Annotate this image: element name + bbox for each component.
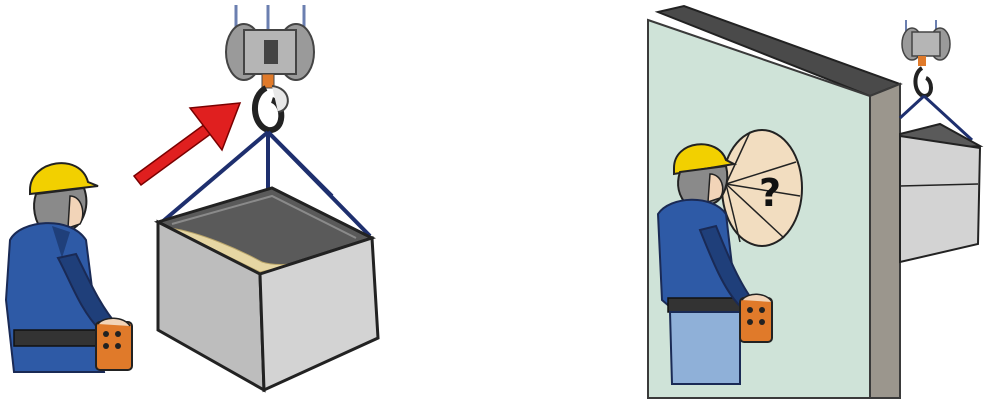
question-mark-icon: ? (759, 171, 781, 215)
blind-lift-svg: ? (600, 0, 994, 400)
remote-controller-icon (96, 318, 132, 370)
crane-hook-icon (902, 20, 950, 96)
vision-cone-icon: ? (722, 130, 802, 246)
load-box-icon (158, 188, 378, 390)
blind-lift-scene: ? (600, 0, 994, 400)
remote-controller-icon (740, 294, 772, 342)
arrow-icon (134, 103, 240, 185)
crane-hook-icon (226, 5, 314, 130)
worker-icon (6, 163, 132, 372)
visible-load-svg (0, 0, 500, 400)
load-box-icon (900, 124, 980, 262)
hard-hat-icon (30, 163, 98, 194)
visible-load-scene (0, 0, 500, 400)
